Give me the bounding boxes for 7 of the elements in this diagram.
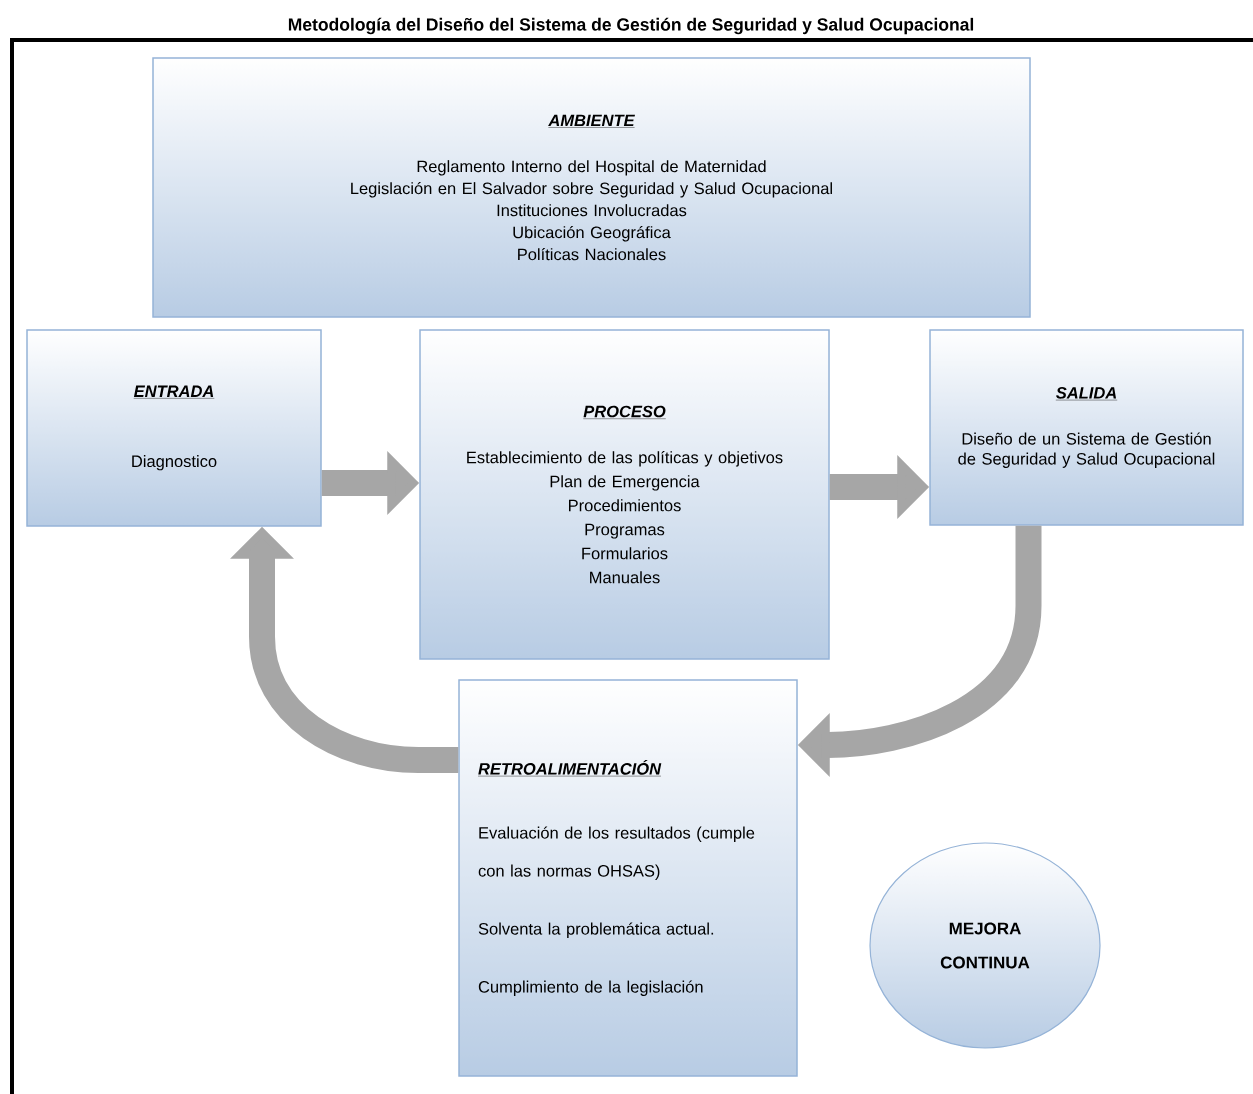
process-box: AMBIENTE Reglamento Interno del Hospital de Maternidad Legislación en El Salvador sobre Seguridad y Salud Ocupacional Instituciones Involucradas Ubicación Geográfica Políticas Nacionales: [152, 57, 1031, 318]
ellipse-node: MEJORA CONTINUA: [869, 842, 1101, 1049]
title: Metodología del Diseño del Sistema de Gestión de Seguridad y Salud Ocupacional: [288, 17, 974, 35]
process-box: RETROALIMENTACIÓN Evaluación de los resultados (cumple con las normas OHSAS) Solventa la problemática actual. Cumplimiento de la legislación: [458, 679, 798, 1077]
process-box: SALIDA Diseño de un Sistema de Gestión de Seguridad y Salud Ocupacional: [929, 329, 1244, 526]
process-box: PROCESO Establecimiento de las políticas y objetivos Plan de Emergencia Procedimientos Programas Formularios Manuales: [419, 329, 830, 660]
process-box: ENTRADA Diagnostico: [26, 329, 322, 527]
